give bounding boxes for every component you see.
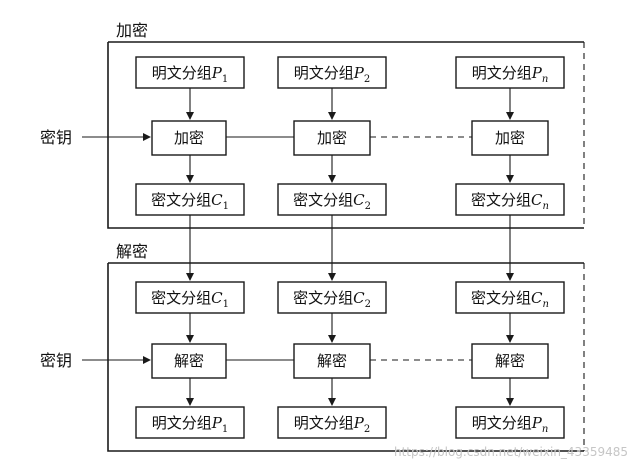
encrypt-plaintext-block-2: 明文分组P2 — [277, 56, 387, 89]
svg-text:明文分组Pn: 明文分组Pn — [472, 64, 549, 85]
svg-text:明文分组Pn: 明文分组Pn — [472, 414, 549, 435]
svg-text:加密: 加密 — [317, 129, 347, 147]
svg-text:密文分组C2: 密文分组C2 — [293, 289, 371, 310]
svg-text:解密: 解密 — [174, 352, 204, 370]
svg-text:密文分组C1: 密文分组C1 — [151, 191, 229, 212]
encrypt-ciphertext-block-1: 密文分组C1 — [135, 183, 245, 216]
svg-text:明文分组P1: 明文分组P1 — [152, 64, 228, 85]
encrypt-ciphertext-block-n: 密文分组Cn — [455, 183, 565, 216]
decrypt-plaintext-block-1: 明文分组P1 — [135, 406, 245, 439]
decrypt-section-title: 解密 — [116, 242, 148, 261]
decrypt-op-1: 解密 — [151, 343, 227, 379]
svg-text:密文分组C2: 密文分组C2 — [293, 191, 371, 212]
encrypt-key-label: 密钥 — [40, 128, 72, 147]
svg-text:明文分组P1: 明文分组P1 — [152, 414, 228, 435]
encrypt-plaintext-block-1: 明文分组P1 — [135, 56, 245, 89]
svg-text:加密: 加密 — [495, 129, 525, 147]
svg-text:密文分组Cn: 密文分组Cn — [471, 289, 549, 310]
encrypt-op-1: 加密 — [151, 120, 227, 156]
svg-text:解密: 解密 — [495, 352, 525, 370]
encrypt-op-n: 加密 — [471, 120, 549, 156]
decrypt-plaintext-block-2: 明文分组P2 — [277, 406, 387, 439]
encrypt-ciphertext-block-2: 密文分组C2 — [277, 183, 387, 216]
decrypt-op-2: 解密 — [293, 343, 371, 379]
svg-text:密文分组Cn: 密文分组Cn — [471, 191, 549, 212]
svg-text:密文分组C1: 密文分组C1 — [151, 289, 229, 310]
decrypt-ciphertext-block-2: 密文分组C2 — [277, 281, 387, 314]
svg-text:明文分组P2: 明文分组P2 — [294, 414, 370, 435]
watermark-text: https://blog.csdn.net/weixin_43359485 — [394, 445, 628, 459]
svg-text:明文分组P2: 明文分组P2 — [294, 64, 370, 85]
encrypt-plaintext-block-n: 明文分组Pn — [455, 56, 565, 89]
decrypt-frame — [107, 262, 584, 452]
encrypt-frame — [107, 41, 584, 229]
decrypt-ciphertext-block-1: 密文分组C1 — [135, 281, 245, 314]
svg-text:加密: 加密 — [174, 129, 204, 147]
decrypt-plaintext-block-n: 明文分组Pn — [455, 406, 565, 439]
decrypt-ciphertext-block-n: 密文分组Cn — [455, 281, 565, 314]
decrypt-key-label: 密钥 — [40, 351, 72, 370]
encrypt-section-title: 加密 — [116, 21, 148, 40]
encrypt-op-2: 加密 — [293, 120, 371, 156]
svg-text:解密: 解密 — [317, 352, 347, 370]
decrypt-op-n: 解密 — [471, 343, 549, 379]
